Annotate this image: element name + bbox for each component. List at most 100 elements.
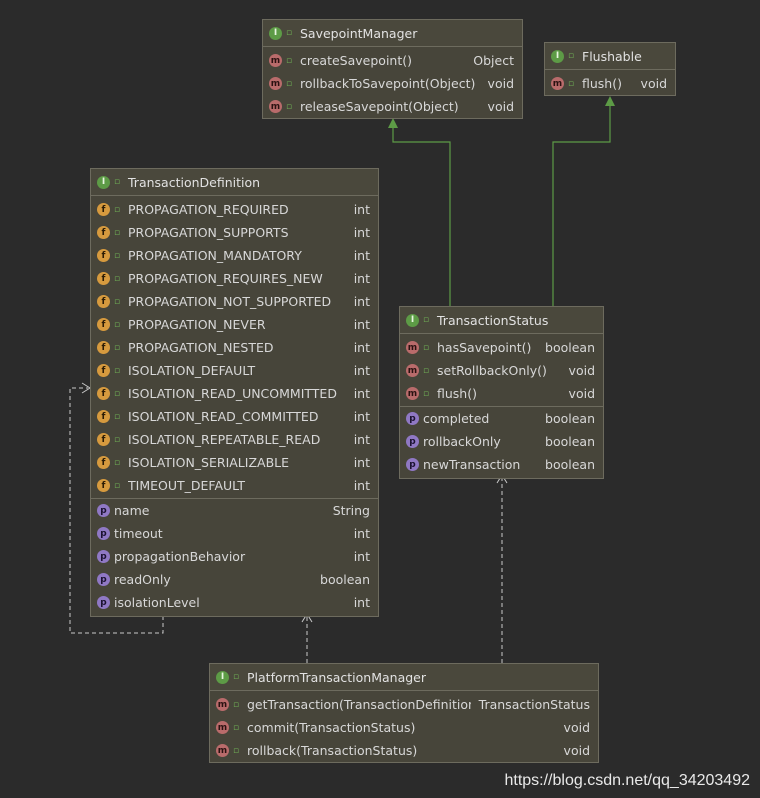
method-row[interactable]: m▫commit(TransactionStatus)void [210,716,598,739]
field-name: PROPAGATION_SUPPORTS [128,225,289,240]
class-flushable[interactable]: I ▫ Flushable m ▫ flush() void [544,42,676,96]
class-platform-transaction-manager[interactable]: I ▫ PlatformTransactionManager m▫getTran… [209,663,599,763]
field-name: PROPAGATION_NESTED [128,340,274,355]
field-type: int [353,202,370,217]
field-icon: f [97,295,110,308]
property-icon: p [97,550,110,563]
property-icon: p [406,435,419,448]
method-type: void [640,76,667,91]
property-name: propagationBehavior [114,549,246,564]
public-visibility-icon: ▫ [286,78,293,89]
class-transaction-status[interactable]: I ▫ TransactionStatus m ▫ hasSavepoint() bo… [399,306,604,479]
class-savepoint-manager[interactable]: I ▫ SavepointManager m ▫ createSavepoint… [262,19,523,119]
method-icon: m [406,341,419,354]
method-list: m▫getTransaction(TransactionDefinition)T… [210,691,598,762]
public-visibility-icon: ▫ [114,388,121,399]
property-name: completed [423,411,490,426]
field-type: int [353,271,370,286]
method-name: createSavepoint() [300,53,412,68]
public-visibility-icon: ▫ [114,457,121,468]
class-header: I ▫ SavepointManager [263,20,522,47]
property-icon: p [406,458,419,471]
public-visibility-icon: ▫ [568,51,575,61]
field-type: int [353,225,370,240]
property-icon: p [97,573,110,586]
property-type: int [353,526,370,541]
method-type: void [487,76,514,91]
method-name: hasSavepoint() [437,340,532,355]
method-name: flush() [582,76,622,91]
method-type: boolean [545,340,595,355]
field-icon: f [97,456,110,469]
class-title: Flushable [582,48,642,64]
property-name: name [114,503,150,518]
field-icon: f [97,410,110,423]
public-visibility-icon: ▫ [233,699,240,710]
method-type: Object [473,53,514,68]
method-row[interactable]: m▫flush()void [400,382,603,405]
method-icon: m [269,77,282,90]
method-row[interactable]: m ▫ flush() void [545,72,675,95]
method-type: TransactionStatus [478,697,590,712]
method-row[interactable]: m ▫ createSavepoint() Object [263,49,522,72]
method-type: void [568,363,595,378]
method-row[interactable]: m▫getTransaction(TransactionDefinition)T… [210,693,598,716]
field-name: PROPAGATION_REQUIRES_NEW [128,271,323,286]
field-icon: f [97,364,110,377]
property-type: int [353,595,370,610]
property-icon: p [97,596,110,609]
public-visibility-icon: ▫ [233,672,240,682]
public-visibility-icon: ▫ [286,101,293,112]
field-name: PROPAGATION_NOT_SUPPORTED [128,294,332,309]
property-type: String [332,503,370,518]
property-type: boolean [545,434,595,449]
method-list: m ▫ flush() void [545,70,675,95]
class-header: I ▫ PlatformTransactionManager [210,664,598,691]
field-type: int [353,432,370,447]
public-visibility-icon: ▫ [233,745,240,756]
public-visibility-icon: ▫ [114,273,121,284]
class-header: I ▫ TransactionStatus [400,307,603,334]
field-type: int [353,294,370,309]
edge-status-extends-flushable [552,100,611,307]
method-row[interactable]: m ▫ releaseSavepoint(Object) void [263,95,522,118]
field-name: PROPAGATION_MANDATORY [128,248,302,263]
public-visibility-icon: ▫ [114,342,121,353]
field-type: int [353,455,370,470]
method-type: void [563,720,590,735]
field-row[interactable]: f ▫ ISOLATION_SERIALIZABLE int [91,451,378,474]
method-row[interactable]: m ▫ rollbackToSavepoint(Object) void [263,72,522,95]
method-list: m ▫ hasSavepoint() boolean m▫setRollbackOnl… [400,334,603,405]
field-name: PROPAGATION_REQUIRED [128,202,289,217]
method-row[interactable]: m▫hasSavepoint()boolean [400,336,603,359]
class-transaction-definition[interactable]: I ▫ TransactionDefinition f▫PROPAGATION_… [90,168,379,617]
method-row[interactable]: m▫rollback(TransactionStatus)void [210,739,598,762]
field-icon: f [97,479,110,492]
property-name: timeout [114,526,163,541]
method-name: flush() [437,386,477,401]
field-name: ISOLATION_SERIALIZABLE [128,455,290,470]
method-row[interactable]: m▫setRollbackOnly()void [400,359,603,382]
property-icon: p [97,504,110,517]
public-visibility-icon: ▫ [423,388,430,399]
